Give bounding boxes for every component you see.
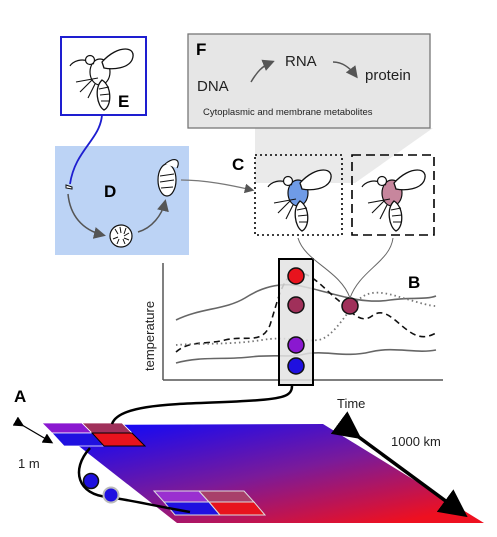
selected-point	[341, 297, 359, 315]
larva-to-pupa-arrow	[137, 199, 169, 233]
egg-icon	[65, 184, 73, 190]
dogma-funnel	[255, 128, 433, 183]
panel-e-adult: E	[60, 36, 147, 185]
sample-dot	[102, 486, 120, 504]
fly-box-dashed	[351, 154, 435, 236]
panel-a-landscape: 1 m 1000 km A	[12, 385, 484, 523]
temp-dot-hot	[287, 267, 305, 285]
temp-dot-warm	[287, 296, 305, 314]
x-axis-label: Time	[337, 396, 365, 411]
fly-adult-icon	[361, 169, 426, 232]
panel-label-d: D	[104, 182, 116, 201]
dogma-box	[187, 33, 431, 129]
scale-1000km-arrow	[330, 411, 468, 518]
egg-to-larva-arrow	[67, 193, 106, 239]
pupa-icon	[157, 159, 179, 197]
panel-d-lifecycle: D	[55, 146, 255, 255]
panel-b-temperature-plot: temperature Time B	[142, 258, 443, 411]
temp-dot-cool	[287, 336, 305, 354]
scale-1m-arrow	[12, 416, 54, 444]
panel-label-b: B	[408, 273, 420, 292]
panel-c-flies: C	[232, 154, 435, 299]
rna-label: RNA	[285, 53, 317, 70]
patch-1m-lower	[152, 490, 267, 516]
scale-1000km-label: 1000 km	[391, 434, 441, 449]
fly-box-dotted	[254, 154, 343, 236]
lifecycle-to-flies-arrow	[180, 179, 255, 194]
landscape-to-plot-connector	[110, 385, 294, 425]
point-to-fly2-connector	[349, 237, 394, 299]
scale-1m-label: 1 m	[18, 456, 40, 471]
patch-1m-upper	[41, 422, 147, 447]
adult-fly-box	[60, 36, 147, 116]
dna-to-rna-arrow	[250, 59, 275, 83]
point-to-fly1-connector	[297, 237, 351, 299]
fly-adult-icon	[267, 169, 332, 232]
adult-to-egg-link	[69, 114, 103, 185]
protein-label: protein	[365, 67, 411, 84]
panel-label-c: C	[232, 155, 244, 174]
rna-to-protein-arrow	[332, 61, 358, 79]
dna-label: DNA	[197, 78, 229, 95]
metabolites-label: Cytoplasmic and membrane metabolites	[203, 107, 373, 118]
sample-dot	[82, 472, 100, 490]
larva-icon	[109, 224, 133, 248]
panel-label-f: F	[196, 40, 206, 59]
temp-dot-cold	[287, 357, 305, 375]
panel-label-e: E	[118, 92, 129, 111]
fly-adult-icon	[69, 48, 134, 111]
trace-dashed	[175, 272, 437, 353]
panel-f-dogma: F DNA RNA protein Cytoplasmic and membra…	[187, 33, 433, 183]
y-axis-label: temperature	[142, 301, 157, 371]
panel-label-a: A	[14, 387, 26, 406]
